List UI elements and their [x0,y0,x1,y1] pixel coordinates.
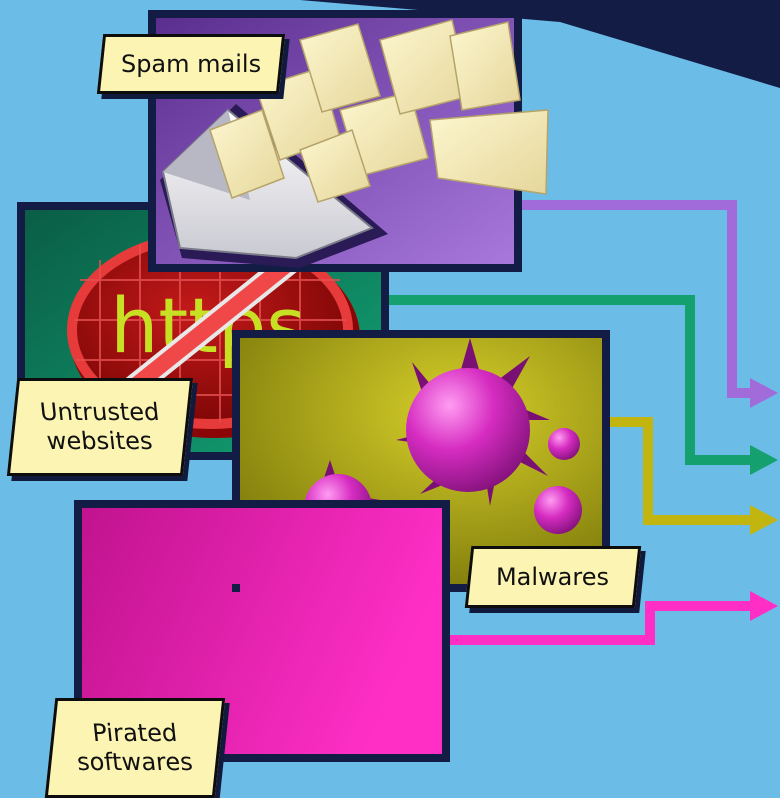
website-arrow [378,295,752,465]
spam-mails-panel [148,10,549,272]
malwares-text: Malwares [496,562,610,591]
untrusted-websites-text-line1: Untrusted [38,398,162,427]
pirated-softwares-text-line2: softwares [75,748,195,776]
malwares-label: Malwares [464,546,642,608]
untrusted-websites-label: Untrusted websites [6,378,194,476]
malware-arrow [590,417,752,525]
pirated-softwares-label: Pirated softwares [44,698,226,798]
pirated-softwares-text-line1: Pirated [91,719,179,748]
navy-banner [300,0,780,88]
spam-mails-text: Spam mails [120,49,262,78]
spam-mails-label: Spam mails [96,34,286,94]
untrusted-websites-text-line2: websites [45,427,155,455]
pirated-arrow [440,601,752,645]
letters-icon [209,19,549,203]
spam-arrow [500,200,752,398]
